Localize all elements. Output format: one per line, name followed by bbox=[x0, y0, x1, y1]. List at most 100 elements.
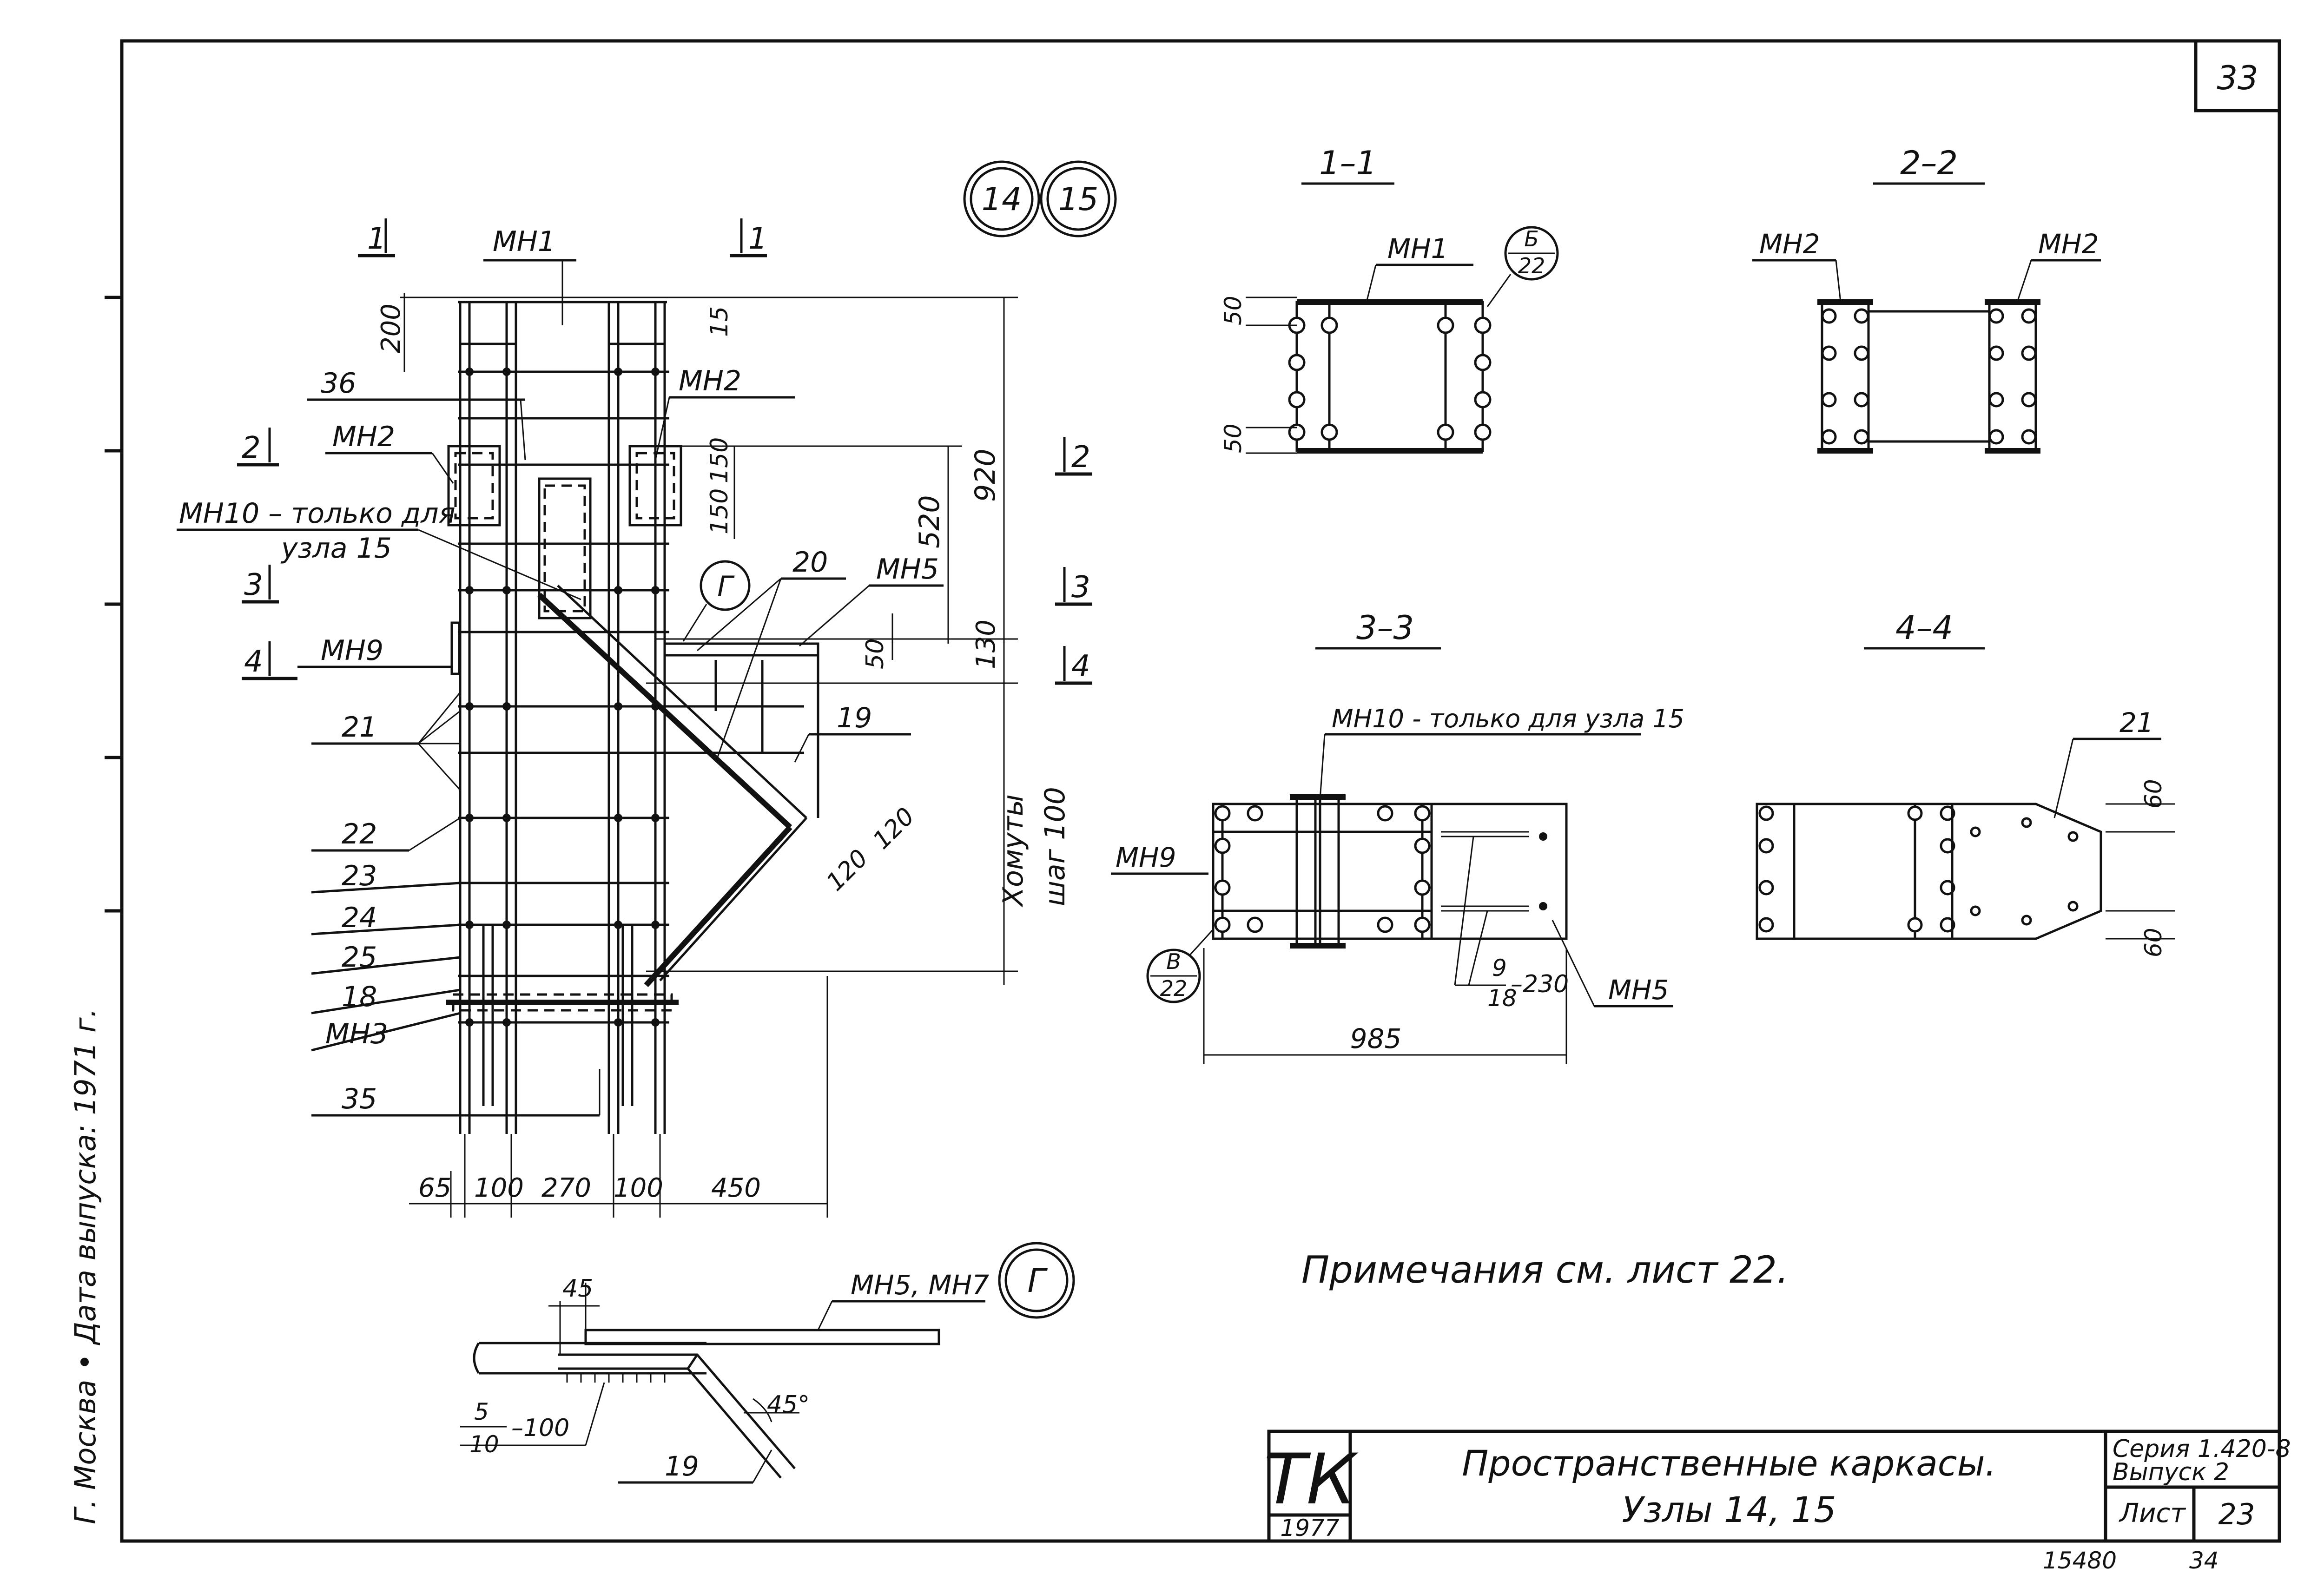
dim-120-a: 120 bbox=[821, 844, 874, 897]
s44-dim-60-a: 60 bbox=[2140, 779, 2167, 809]
label-22: 22 bbox=[342, 818, 377, 850]
label-g-callout: Г bbox=[717, 570, 735, 603]
label-25: 25 bbox=[342, 941, 377, 974]
bottom-code: 15480 bbox=[2043, 1547, 2117, 1574]
label-homuty: Хомуты bbox=[997, 794, 1030, 908]
dim-15: 15 bbox=[706, 306, 733, 337]
notes-reference: Примечания см. лист 22. bbox=[1301, 1248, 1789, 1291]
cut-1-right: 1 bbox=[748, 222, 767, 256]
cut-2-left: 2 bbox=[242, 431, 261, 465]
title-series: Серия 1.420-8 bbox=[2113, 1435, 2291, 1463]
cut-3-right: 3 bbox=[1071, 570, 1090, 605]
label-shag: шаг 100 bbox=[1039, 787, 1071, 906]
detail-g-angle: 45° bbox=[767, 1391, 810, 1419]
detail-g-weld-bot: 10 bbox=[469, 1431, 499, 1458]
bottom-page: 34 bbox=[2189, 1547, 2219, 1574]
dim-200: 200 bbox=[376, 303, 406, 353]
cut-1-left: 1 bbox=[367, 222, 386, 256]
node-14-label: 14 bbox=[982, 181, 1022, 218]
bar-dots bbox=[465, 368, 660, 1027]
label-mn9: МН9 bbox=[321, 634, 383, 667]
section-4-4-title: 4–4 bbox=[1895, 609, 1953, 647]
cut-4-right: 4 bbox=[1071, 649, 1090, 684]
s11-dim-50-b: 50 bbox=[1220, 423, 1247, 453]
detail-g-marker: Г bbox=[1028, 1262, 1048, 1300]
s33-weld-len: –230 bbox=[1511, 970, 1569, 998]
cut-4-left: 4 bbox=[244, 645, 263, 679]
label-mn10: МН10 – только для bbox=[179, 497, 456, 530]
section-1-1: 1–1 МН1 Б 22 50 50 bbox=[1220, 144, 1559, 454]
s11-dim-50-a: 50 bbox=[1220, 296, 1247, 325]
dim-100-b: 100 bbox=[614, 1173, 663, 1203]
sheet-number-box bbox=[2194, 39, 2281, 112]
s11-ref-bot: 22 bbox=[1518, 253, 1545, 278]
section-4-4: 4–4 21 60 60 bbox=[1756, 609, 2175, 957]
dim-520: 520 bbox=[913, 495, 946, 548]
s44-label-21: 21 bbox=[2119, 707, 2154, 738]
label-mn5: МН5 bbox=[876, 553, 939, 586]
main-elevation-view: 1 1 2 2 3 3 4 4 МН1 36 МН2 МН2 bbox=[177, 218, 1092, 1218]
s33-ref-top: В bbox=[1166, 949, 1181, 974]
s33-ref-bot: 22 bbox=[1160, 976, 1188, 1001]
title-sheet-value: 23 bbox=[2218, 1497, 2255, 1531]
weld-hatch bbox=[566, 1373, 666, 1383]
main-leaders: МН1 36 МН2 МН2 МН10 – только для узла 15… bbox=[177, 225, 944, 1117]
detail-g-mn5-mn7: МН5, МН7 bbox=[851, 1269, 989, 1301]
cut-3-left: 3 bbox=[244, 568, 263, 602]
s22-mn2-right: МН2 bbox=[2038, 228, 2099, 260]
label-23: 23 bbox=[342, 860, 377, 892]
title-year: 1977 bbox=[1280, 1515, 1339, 1541]
title-line-1: Пространственные каркасы. bbox=[1462, 1443, 1996, 1484]
detail-g-dim-45: 45 bbox=[562, 1275, 593, 1303]
sheet-frame bbox=[120, 39, 2281, 1543]
s44-dim-60-b: 60 bbox=[2140, 928, 2167, 957]
dim-270: 270 bbox=[541, 1173, 591, 1203]
sheet-number: 33 bbox=[2217, 59, 2258, 97]
cut-2-right: 2 bbox=[1071, 440, 1090, 474]
section-3-3-title: 3–3 bbox=[1356, 609, 1414, 647]
s33-weld-top: 9 bbox=[1492, 955, 1507, 982]
label-21: 21 bbox=[342, 711, 377, 744]
title-line-2: Узлы 14, 15 bbox=[1622, 1489, 1836, 1530]
title-sheet-label: Лист bbox=[2119, 1498, 2186, 1528]
dim-120-b: 120 bbox=[868, 803, 920, 855]
detail-g: Г 45 МН5, МН7 5 10 –100 19 45° bbox=[460, 1242, 1075, 1484]
s11-ref-top: Б bbox=[1524, 226, 1539, 251]
dim-50: 50 bbox=[861, 639, 889, 669]
section-1-1-title: 1–1 bbox=[1319, 144, 1377, 182]
dim-100-a: 100 bbox=[474, 1173, 524, 1203]
title-block: ТК 1977 Пространственные каркасы. Узлы 1… bbox=[1264, 1429, 2291, 1543]
label-mn3: МН3 bbox=[325, 1018, 388, 1050]
detail-g-weld-len: –100 bbox=[511, 1414, 569, 1442]
section-2-2-title: 2–2 bbox=[1900, 144, 1958, 182]
detail-g-weld-top: 5 bbox=[474, 1398, 489, 1425]
tk-logo: ТК bbox=[1264, 1439, 1359, 1520]
dim-920: 920 bbox=[969, 448, 1002, 502]
s33-mn5: МН5 bbox=[1608, 974, 1669, 1006]
s33-mn9: МН9 bbox=[1116, 842, 1176, 873]
section-3-3: 3–3 МН10 - только для узла 15 МН9 В 22 9… bbox=[1111, 609, 1684, 1064]
release-date-note: Г. Москва • Дата выпуска: 1971 г. bbox=[68, 1008, 102, 1524]
section-2-2: 2–2 МН2 МН2 bbox=[1752, 144, 2101, 454]
s33-dim-985: 985 bbox=[1350, 1023, 1402, 1054]
label-mn2-left: МН2 bbox=[332, 421, 395, 453]
label-35: 35 bbox=[342, 1083, 377, 1115]
s33-weld-bot: 18 bbox=[1487, 985, 1517, 1012]
title-issue: Выпуск 2 bbox=[2113, 1458, 2229, 1486]
dim-130: 130 bbox=[971, 619, 1001, 669]
label-24: 24 bbox=[342, 902, 377, 934]
detail-g-label-19: 19 bbox=[665, 1450, 699, 1482]
node-15-label: 15 bbox=[1058, 181, 1099, 218]
node-markers: 14 15 bbox=[963, 160, 1117, 237]
s33-mn10: МН10 - только для узла 15 bbox=[1332, 704, 1684, 733]
main-bottom-dims: 65 100 270 100 450 bbox=[409, 976, 828, 1218]
s11-mn1: МН1 bbox=[1387, 233, 1448, 264]
dim-65: 65 bbox=[418, 1173, 451, 1203]
label-mn2-right: МН2 bbox=[679, 365, 741, 397]
label-36: 36 bbox=[321, 367, 356, 400]
label-20: 20 bbox=[792, 546, 828, 579]
label-18: 18 bbox=[342, 981, 377, 1013]
section-cut-markers: 1 1 2 2 3 3 4 4 bbox=[237, 218, 1092, 685]
label-mn10-node: узла 15 bbox=[280, 532, 392, 565]
